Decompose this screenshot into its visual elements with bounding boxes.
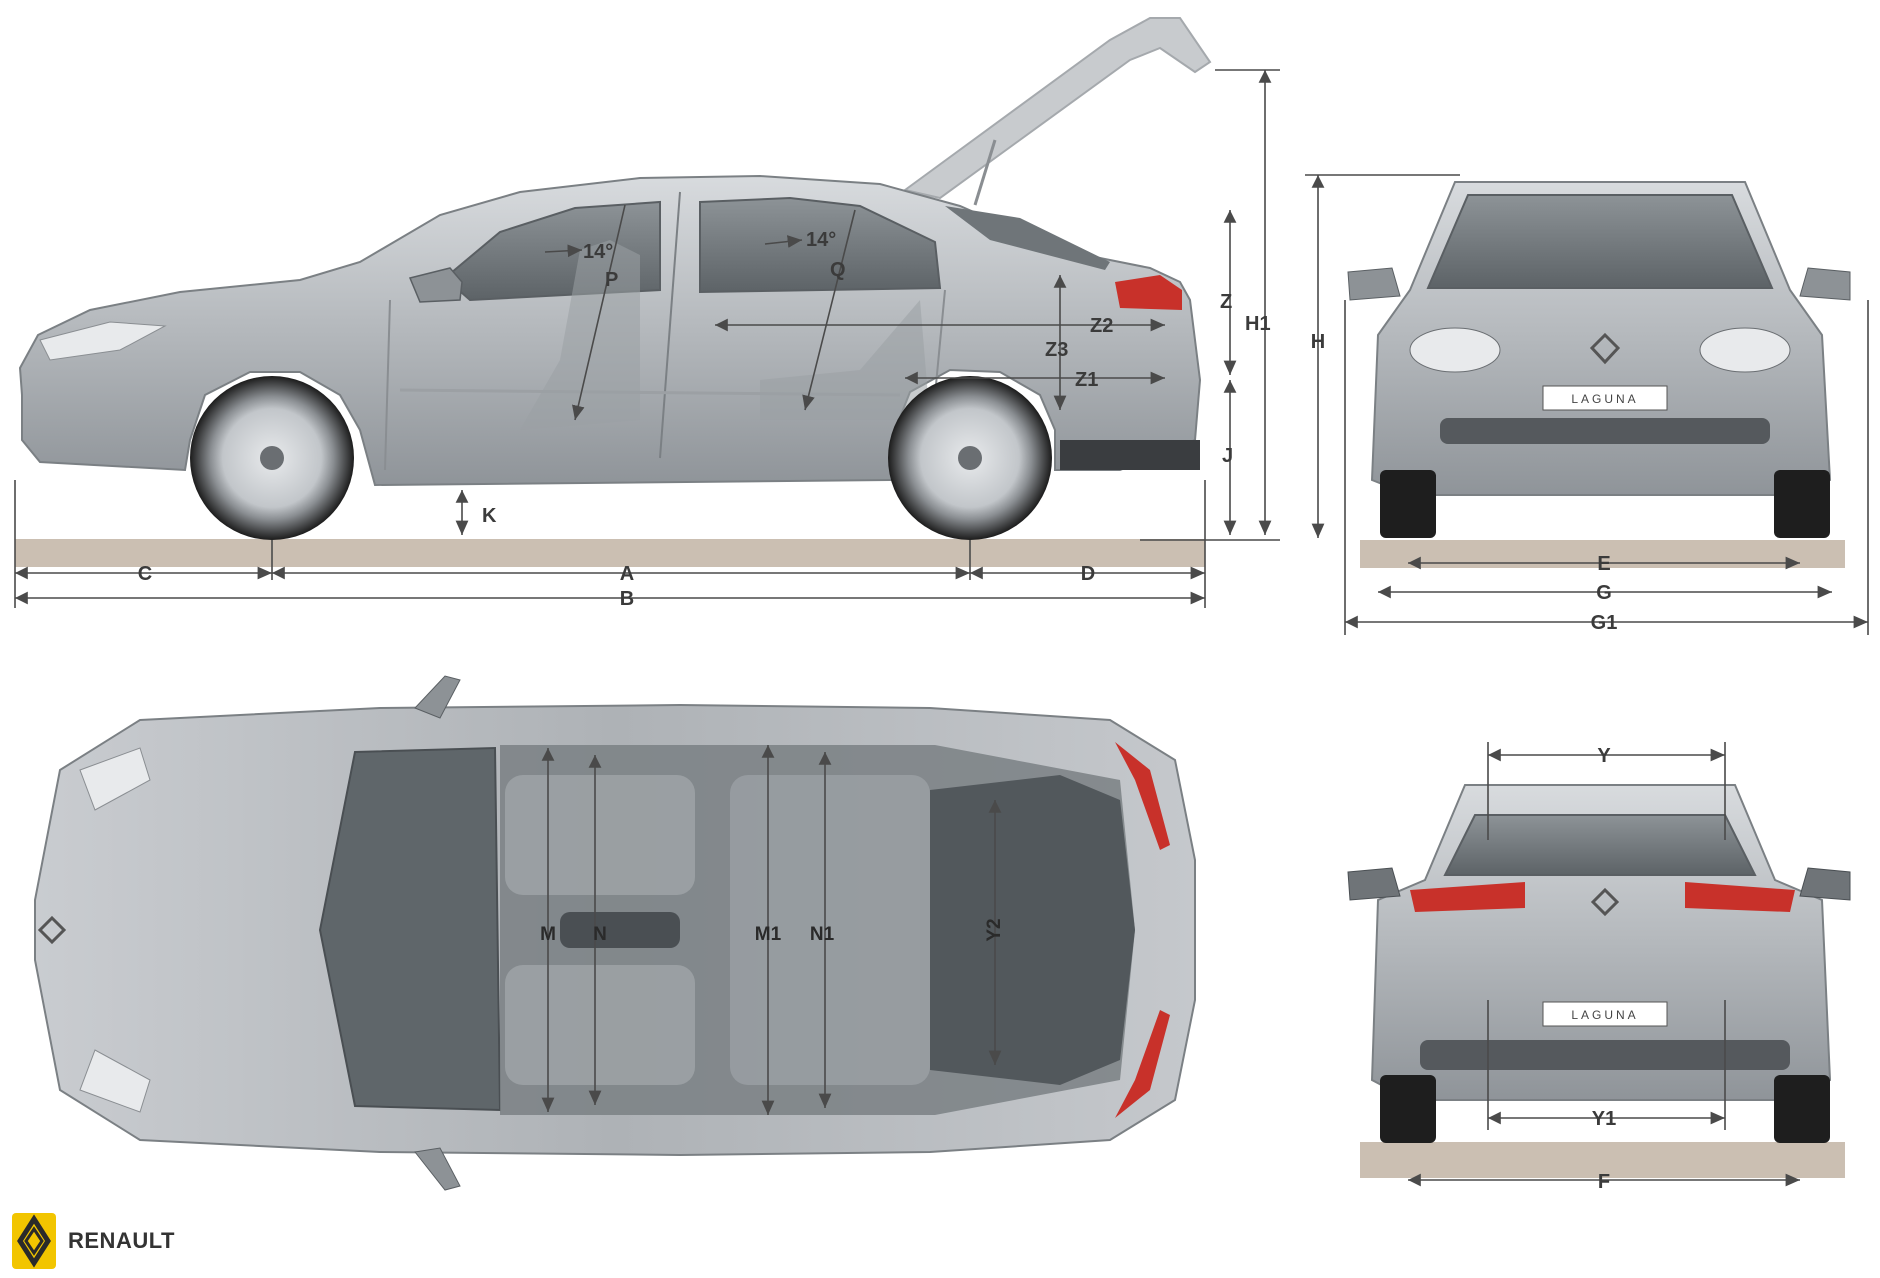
renault-badge-rear — [1590, 887, 1620, 917]
seat-front-left — [505, 775, 695, 895]
mirror-top-right — [414, 1147, 461, 1191]
rear-tyre-right — [1774, 1075, 1830, 1143]
label-h1: H1 — [1245, 313, 1271, 335]
side-view: C A D B K J Z H1 Z2 Z3 Z1 P Q 14° 14° — [14, 17, 1280, 610]
label-b: B — [620, 588, 634, 610]
label-n1: N1 — [810, 924, 835, 945]
label-g1: G1 — [1591, 612, 1618, 634]
rear-mirror-left — [1347, 867, 1401, 901]
headlight-top-right — [79, 1049, 151, 1113]
label-angle-front: 14° — [583, 241, 613, 263]
top-view: M N M1 N1 Y2 — [34, 675, 1196, 1191]
label-a: A — [620, 563, 634, 585]
renault-badge-front — [1589, 332, 1621, 365]
label-angle-rear: 14° — [806, 229, 836, 251]
front-mirror-right — [1799, 267, 1851, 301]
brand-block: RENAULT — [12, 1212, 175, 1270]
label-z3: Z3 — [1045, 339, 1068, 361]
label-y: Y — [1597, 745, 1611, 767]
rear-cargo-area — [930, 775, 1135, 1085]
front-plate — [1542, 385, 1668, 411]
headlight — [39, 321, 167, 361]
open-tailgate — [902, 17, 1212, 200]
rear-bumper — [1420, 1040, 1790, 1070]
label-n: N — [593, 924, 607, 945]
angle-arrow-rear — [764, 235, 803, 248]
label-d: D — [1081, 563, 1095, 585]
front-seat-ghost — [520, 240, 640, 430]
rear-plate-text: LAGUNA — [1571, 1008, 1638, 1022]
seat-front-right — [505, 965, 695, 1085]
label-k: K — [482, 505, 497, 527]
brand-name: RENAULT — [68, 1228, 175, 1253]
front-mirror-left — [1347, 267, 1401, 301]
front-tyre-right — [1774, 470, 1830, 538]
taillight-top-right — [1115, 1010, 1170, 1118]
taillight — [1115, 275, 1182, 310]
label-z: Z — [1220, 291, 1232, 313]
rear-light-left — [1410, 882, 1525, 912]
windshield — [1426, 194, 1774, 289]
label-m: M — [540, 924, 556, 945]
renault-logo-icon — [12, 1213, 56, 1269]
front-door-line — [384, 299, 391, 471]
label-y1: Y1 — [1592, 1108, 1616, 1130]
rear-plate — [1542, 1001, 1668, 1027]
front-tyre-left — [1380, 470, 1436, 538]
grille — [1440, 418, 1770, 444]
label-j: J — [1222, 445, 1233, 467]
rear-tyre-left — [1380, 1075, 1436, 1143]
rear-light-right — [1685, 882, 1795, 912]
label-z2: Z2 — [1090, 315, 1113, 337]
ground-strip-rear — [1360, 1142, 1845, 1178]
dim-line-p — [572, 204, 626, 421]
ground-strip — [15, 539, 1205, 567]
headlight-top-left — [79, 747, 151, 811]
dim-line-q — [802, 209, 856, 411]
renault-badge-top — [37, 915, 67, 945]
label-h: H — [1311, 331, 1325, 353]
label-q: Q — [830, 259, 846, 281]
rear-bumper-dark — [1060, 440, 1200, 470]
front-wheel-hub — [260, 446, 284, 470]
label-c: C — [138, 563, 152, 585]
rear-view: LAGUNA Y Y1 F — [1347, 742, 1851, 1193]
rear-side-window — [699, 196, 942, 294]
taillight-top-left — [1115, 742, 1170, 850]
label-e: E — [1597, 553, 1610, 575]
mirror-top-left — [414, 675, 461, 719]
rear-quarter-window — [945, 206, 1110, 270]
rear-mirror-right — [1799, 867, 1851, 901]
angle-arrow-front — [544, 244, 583, 258]
label-z1: Z1 — [1075, 369, 1098, 391]
rear-window — [1443, 814, 1757, 876]
front-plate-text: LAGUNA — [1571, 392, 1638, 406]
headlight-right — [1699, 327, 1791, 373]
center-console — [560, 912, 680, 948]
label-f: F — [1598, 1171, 1610, 1193]
headlight-left — [1409, 327, 1501, 373]
side-mirror — [408, 267, 463, 303]
tailgate-strut — [973, 139, 997, 206]
label-m1: M1 — [755, 924, 782, 945]
windshield-top — [318, 746, 502, 1112]
b-pillar-line — [659, 191, 681, 459]
rear-seat-ghost — [760, 300, 930, 420]
label-y2: Y2 — [984, 918, 1005, 941]
front-view: LAGUNA H E G G1 — [1305, 174, 1869, 635]
rear-wheel-hub — [958, 446, 982, 470]
label-p: P — [605, 269, 618, 291]
label-g: G — [1596, 582, 1612, 604]
